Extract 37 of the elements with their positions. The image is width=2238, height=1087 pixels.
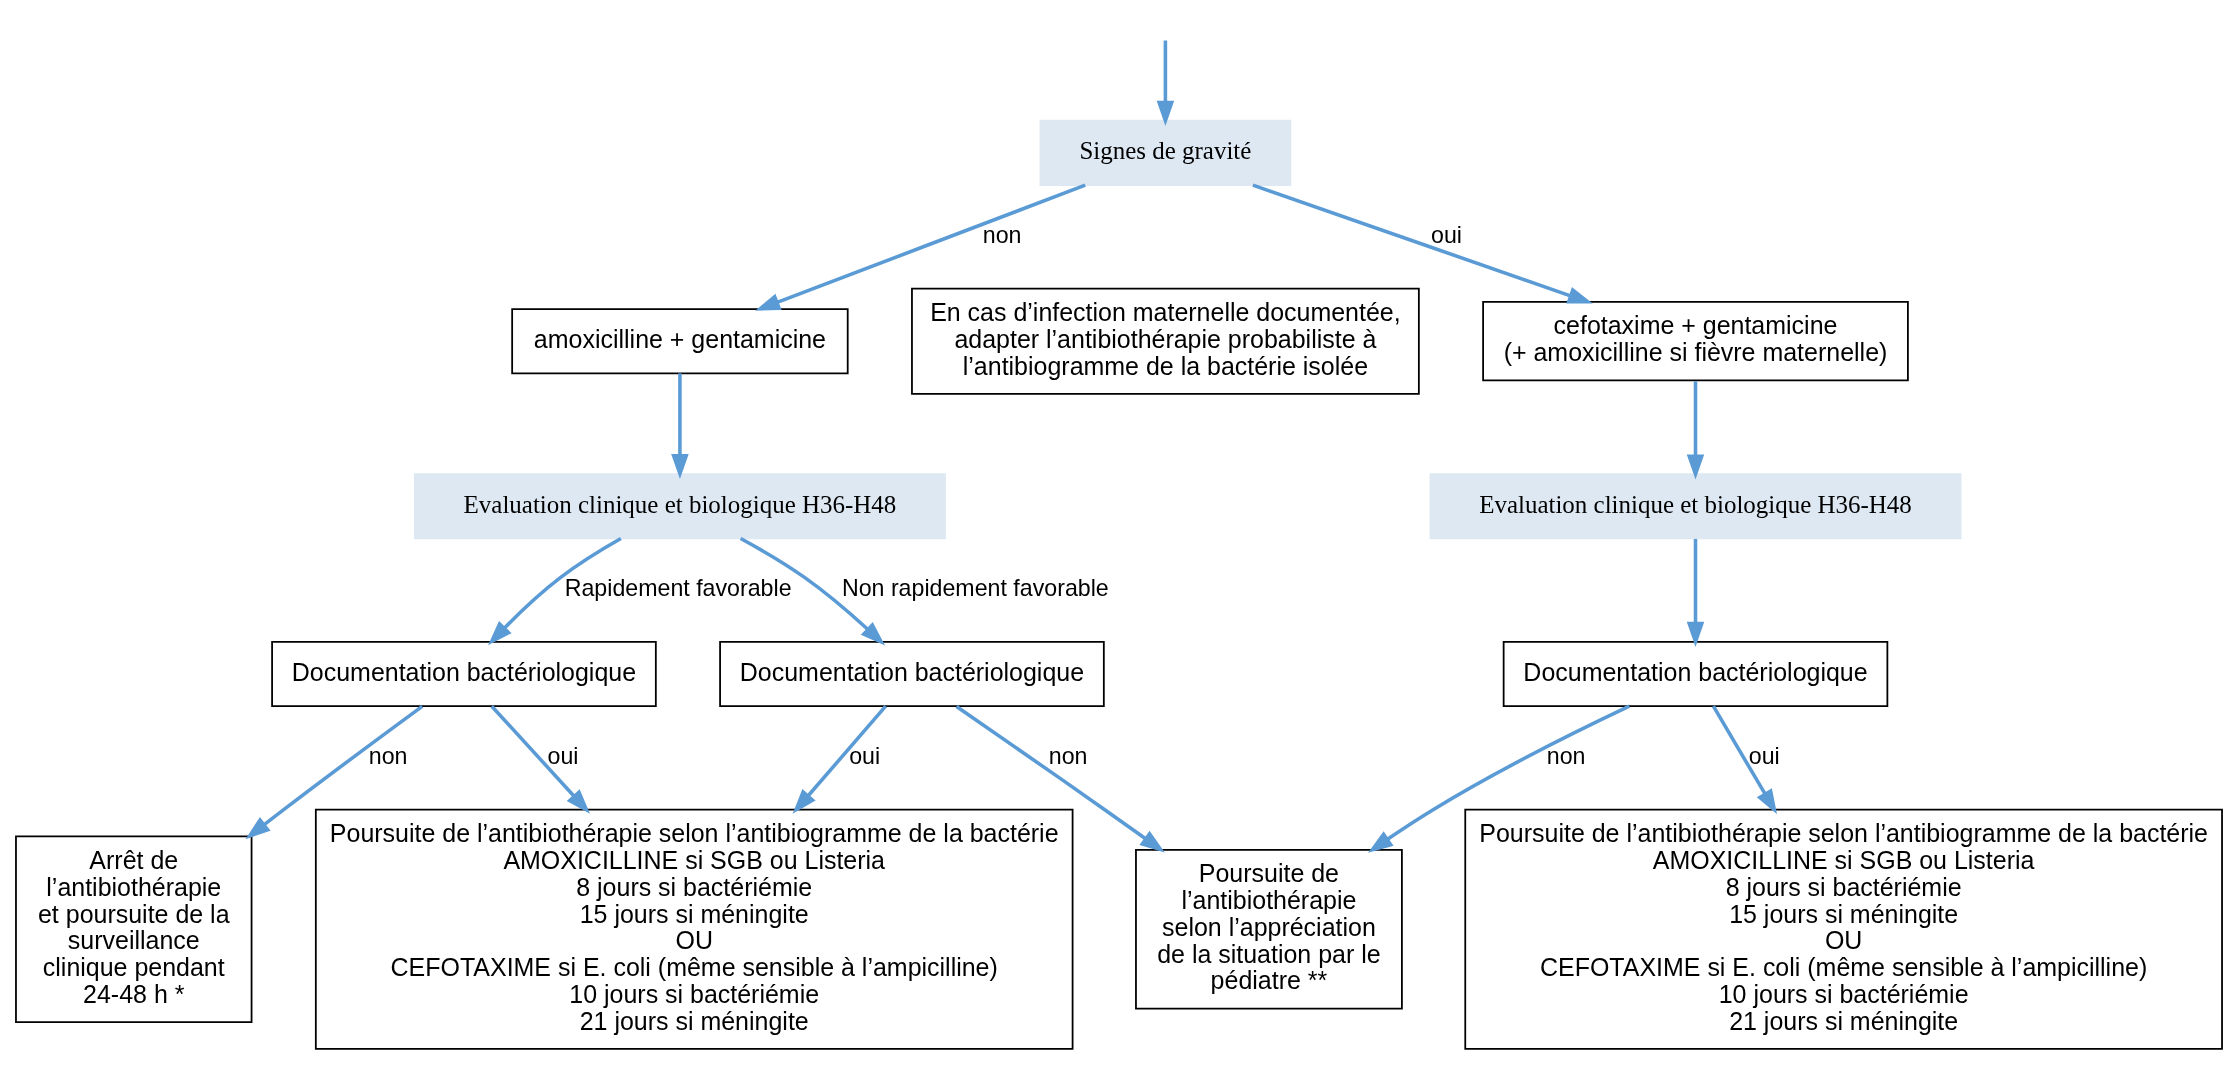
edge-label: oui xyxy=(547,742,579,769)
arrow xyxy=(792,704,888,814)
edge-label: oui xyxy=(849,742,881,769)
edge-label: non xyxy=(368,742,408,769)
arrow xyxy=(490,704,591,814)
edge-label: Rapidement favorable xyxy=(564,574,792,601)
arrow xyxy=(245,704,424,839)
node-box: Evaluation clinique et biologique H36-H48 xyxy=(414,472,946,539)
edge-label: oui xyxy=(1431,221,1462,248)
node-box: Arrêt de l’antibiothérapie et poursuite de la surveillance clinique pendant 24-48 h * xyxy=(15,835,253,1023)
edge-label: Non rapidement favorable xyxy=(841,574,1109,601)
node-box: Documentation bactériologique xyxy=(1502,640,1889,707)
arrow xyxy=(671,372,689,479)
arrow xyxy=(1252,182,1593,304)
arrow xyxy=(1156,40,1175,126)
node-box: cefotaxime + gentamicine (+ amoxicilline si fièvre maternelle) xyxy=(1482,300,1909,381)
arrow xyxy=(755,183,1086,311)
arrow xyxy=(1686,538,1705,647)
edge-label: non xyxy=(1048,742,1088,769)
arrow xyxy=(955,704,1165,852)
node-box: Poursuite de l’antibiothérapie selon l’antibiogramme de la bactérie AMOXICILLINE si SGB ou Listeria 8 jours si bactériémie 15 jours si méningite OU CEFOTAXIME si E. coli (même sensible à l’ampicilline) 10 jours si bactériémie 21 jours si méningite xyxy=(314,808,1074,1050)
node-box: Documentation bactériologique xyxy=(719,640,1105,707)
arrow xyxy=(739,536,886,645)
node-box: amoxicilline + gentamicine xyxy=(511,307,849,374)
edge-label: non xyxy=(982,221,1022,248)
edge-label: non xyxy=(1546,742,1586,769)
node-box: Documentation bactériologique xyxy=(271,640,657,707)
edge-label: oui xyxy=(1748,742,1780,769)
node-box: Poursuite de l’antibiothérapie selon l’antibiogramme de la bactérie AMOXICILLINE si SGB ou Listeria 8 jours si bactériémie 15 jours si méningite OU CEFOTAXIME si E. coli (même sensible à l’ampicilline) 10 jours si bactériémie 21 jours si méningite xyxy=(1464,808,2223,1050)
node-box: En cas d’infection maternelle documentée, adapter l’antibiothérapie probabiliste à l’antibiogramme de la bactérie isolée xyxy=(911,287,1420,395)
arrow xyxy=(1368,704,1631,853)
node-box: Signes de gravité xyxy=(1039,119,1292,186)
node-box: Evaluation clinique et biologique H36-H48 xyxy=(1429,472,1962,539)
arrow xyxy=(488,536,622,645)
arrow xyxy=(1711,704,1778,814)
arrow xyxy=(1686,380,1705,479)
node-box: Poursuite de l’antibiothérapie selon l’appréciation de la situation par le pédiatre ** xyxy=(1135,848,1403,1010)
